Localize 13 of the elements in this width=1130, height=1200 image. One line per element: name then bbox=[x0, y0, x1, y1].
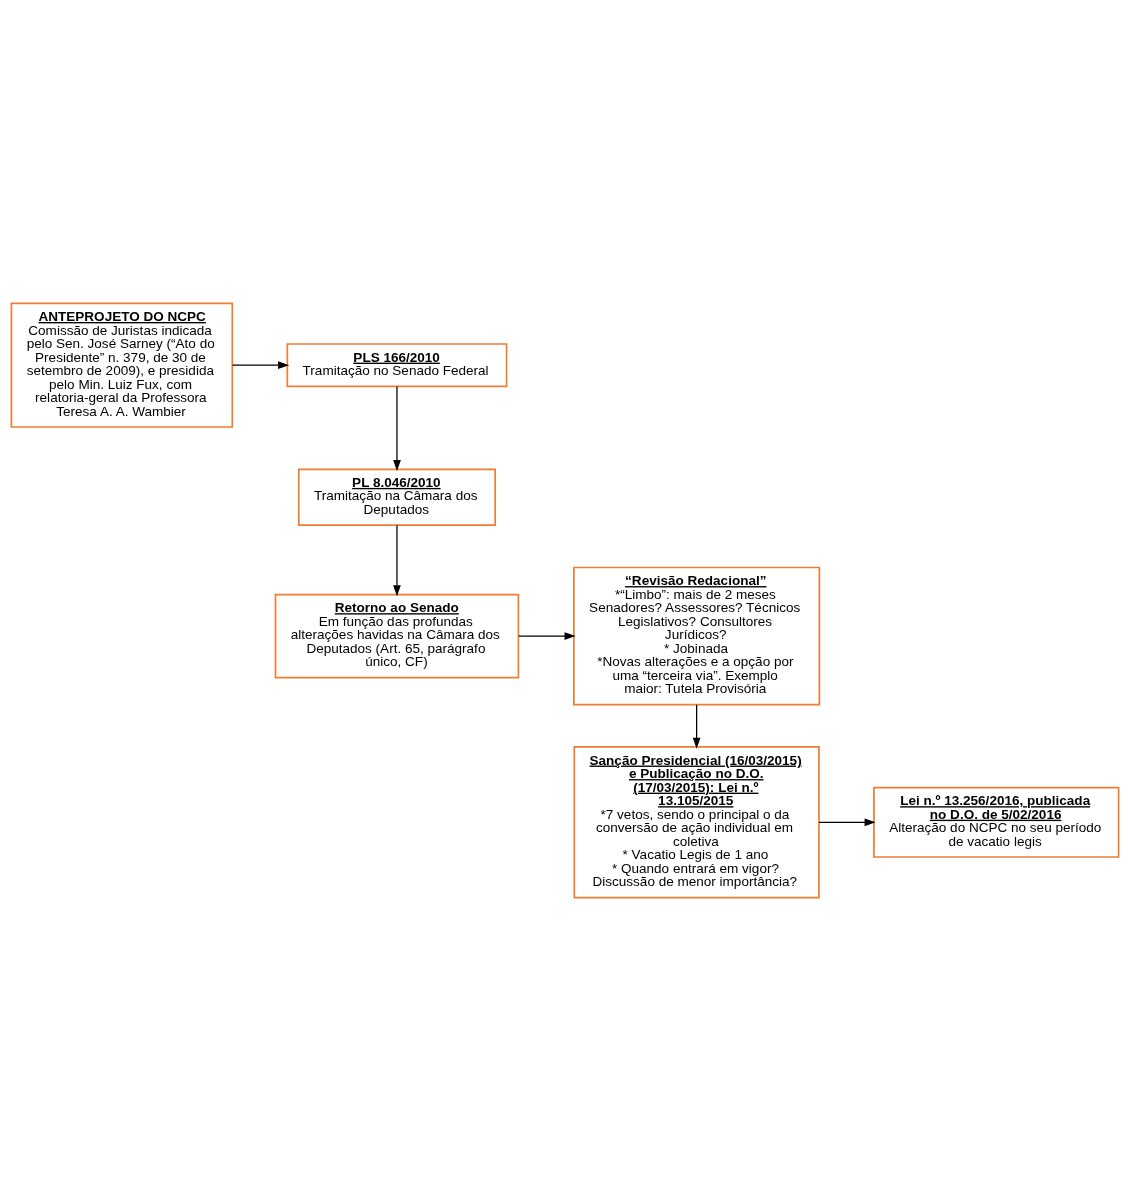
arrow bbox=[818, 817, 876, 826]
arrow bbox=[393, 524, 401, 596]
arrow bbox=[231, 360, 290, 369]
node-box: PLS 166/2010 Tramitação no Senado Federal bbox=[286, 342, 508, 387]
node-box: ANTEPROJETO DO NCPC Comissão de Juristas indicada pelo Sen. José Sarney (“Ato do Presidente” n. 379, de 30 de setembro de 2009), e presidida pelo Min. Luiz Fux, com relatoria-geral da Professora Teresa A. A. Wambier bbox=[10, 302, 234, 428]
arrow bbox=[692, 703, 701, 749]
node-box: “Revisão Redacional” *“Limbo”: mais de 2 meses Senadores? Assessores? Técnicos Legislativos? Consultores Jurídicos? * Jobinada *Novas alterações e a opção por uma “terceira via”. Exemplo maior: Tutela Provisória bbox=[573, 566, 821, 705]
node-box: Lei n.º 13.256/2016, publicada no D.O. de 5/02/2016 Alteração do NCPC no seu período de vacatio legis bbox=[873, 786, 1120, 858]
node-box: Retorno ao Senado Em função das profundas alterações havidas na Câmara dos Deputados (Art. 65, parágrafo único, CF) bbox=[274, 593, 520, 678]
arrow bbox=[518, 631, 576, 640]
node-box: PL 8.046/2010 Tramitação na Câmara dos Deputados bbox=[297, 467, 496, 526]
arrow bbox=[393, 385, 401, 471]
node-box: Sanção Presidencial (16/03/2015) e Publicação no D.O. (17/03/2015): Lei n.º 13.105/2015 *7 vetos, sendo o principal o da conversão de ação individual em coletiva * Vacatio Legis de 1 ano * Quando entrará em vigor? Discussão de menor importância? bbox=[573, 745, 820, 898]
